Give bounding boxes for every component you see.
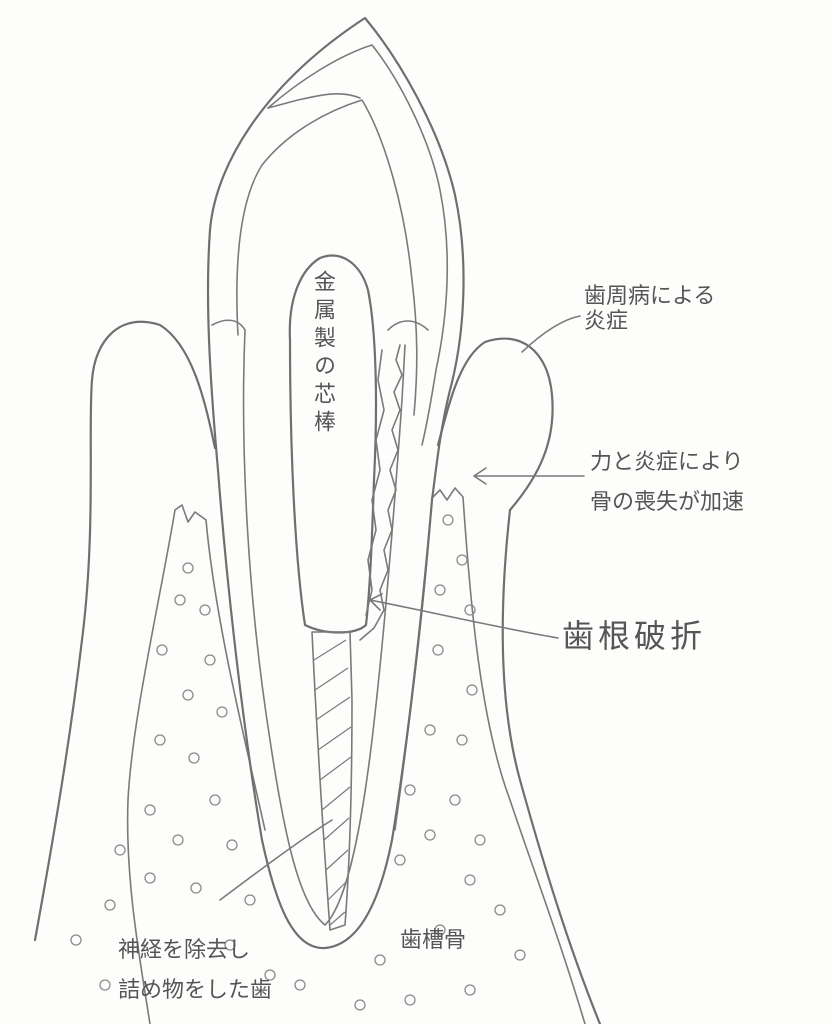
bone-texture [70, 514, 526, 1011]
left-bone-crest [126, 504, 207, 1024]
root-filling-leader [219, 819, 333, 901]
crown-inner-line [267, 44, 449, 446]
root-filling-label-line2: 詰め物をした歯 [118, 978, 273, 1003]
root-filling-label-line1: 神経を除去し [118, 938, 251, 963]
root-canal-filling [311, 631, 353, 931]
bone-loss-label-line1: 力と炎症により [590, 450, 744, 475]
bone-loss-label-line2: 骨の喪失が加速 [590, 490, 745, 515]
fracture-line [359, 344, 403, 641]
periodontal-leader [521, 315, 581, 353]
periodontal-label-line1: 歯周病による 炎症 [584, 284, 715, 335]
periodontal-label-text: 歯周病による 炎症 [584, 284, 716, 335]
dentin-line [236, 99, 418, 416]
right-bone-crest [431, 487, 586, 1024]
fracture-label: 歯根破折 [562, 617, 707, 655]
tooth-outline [206, 16, 465, 950]
right-gum-contour [436, 337, 602, 1024]
alveolar-bone-label: 歯槽骨 [400, 928, 467, 953]
left-bone-inner [205, 519, 266, 831]
post-label: 金属製の芯棒 [310, 270, 335, 438]
fracture-arrow [369, 593, 559, 639]
crown-margin-left [267, 93, 361, 109]
bone-loss-arrow [473, 467, 585, 485]
root-inner-outline [242, 329, 406, 926]
root-canal-hatching [313, 639, 352, 926]
left-gum-contour [33, 320, 217, 942]
right-gum-notch [387, 320, 429, 331]
left-gum-notch [211, 319, 246, 331]
fracture-line-inner [365, 349, 385, 616]
